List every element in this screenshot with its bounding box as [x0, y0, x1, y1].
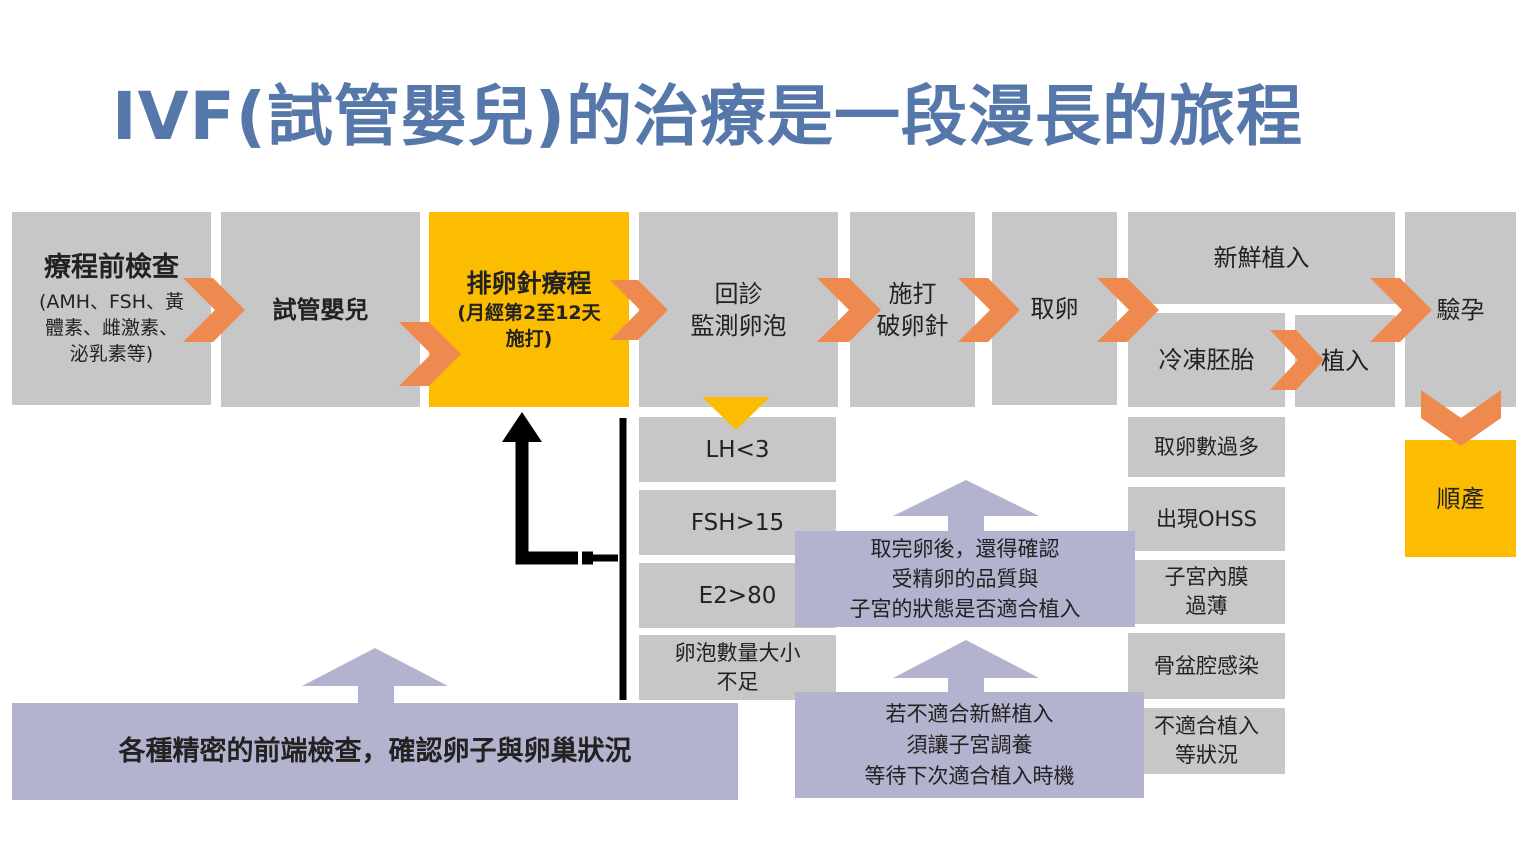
follow-up-line: 監測卵泡: [690, 311, 787, 340]
step-fresh-transfer: 新鮮植入: [1128, 212, 1395, 304]
freeze-reason-label: 不適合植入: [1154, 714, 1259, 738]
pre-check-detail-line: 泌乳素等): [69, 342, 154, 365]
freeze-reason-item: 子宮內膜 過薄: [1128, 560, 1285, 624]
freeze-reason-label: 出現OHSS: [1156, 506, 1257, 531]
criteria-label: 卵泡數量大小: [674, 640, 801, 665]
fresh-transfer-label: 新鮮植入: [1213, 244, 1310, 272]
chevron-arrow-icon: [610, 280, 668, 340]
step-freeze-embryo: 冷凍胚胎: [1128, 313, 1285, 407]
return-arrow-connector: [515, 440, 593, 565]
injection-detail-line: 施打): [505, 327, 553, 350]
step-pre-check: 療程前檢查 (AMH、FSH、黃 體素、雌激素、 泌乳素等): [12, 212, 211, 405]
freeze-reason-label: 取卵數過多: [1154, 434, 1259, 459]
freeze-embryo-label: 冷凍胚胎: [1158, 346, 1255, 374]
transfer-label: 植入: [1321, 347, 1369, 375]
arrow-up-icon: [502, 412, 542, 442]
quality-check-line: 取完卵後，還得確認: [870, 537, 1060, 561]
arrow-stem: [948, 677, 984, 694]
not-suitable-line: 等待下次適合植入時機: [864, 763, 1075, 788]
bracket-line: [592, 418, 627, 700]
arrow-stem: [948, 515, 984, 533]
freeze-reason-item: 骨盆腔感染: [1128, 633, 1285, 699]
criteria-label: FSH>15: [690, 509, 785, 536]
criteria-label: 不足: [716, 669, 759, 694]
note-quality-check: 取完卵後，還得確認 受精卵的品質與 子宮的狀態是否適合植入: [795, 531, 1135, 627]
step-injection: 排卵針療程 (月經第2至12天 施打): [429, 212, 629, 407]
chevron-arrow-icon: [183, 278, 245, 342]
injection-detail-line: (月經第2至12天: [457, 301, 601, 324]
follow-up-line: 回診: [714, 279, 763, 308]
not-suitable-line: 若不適合新鮮植入: [885, 701, 1054, 726]
quality-check-line: 子宮的狀態是否適合植入: [849, 597, 1081, 621]
pregnancy-test-label: 驗孕: [1436, 295, 1485, 324]
step-follow-up: 回診 監測卵泡: [639, 212, 838, 407]
arrow-up-icon: [302, 648, 448, 686]
step-delivery: 順產: [1405, 440, 1516, 557]
chevron-arrow-icon: [1270, 330, 1324, 390]
chevron-down-icon: [1421, 390, 1501, 446]
front-check-text: 各種精密的前端檢查，確認卵子與卵巢狀況: [118, 735, 632, 767]
freeze-reason-label: 等狀況: [1175, 743, 1238, 767]
retrieval-label: 取卵: [1030, 294, 1079, 323]
chevron-arrow-icon: [817, 278, 881, 342]
freeze-reason-label: 過薄: [1185, 594, 1228, 618]
page-title: IVF(試管嬰兒)的治療是一段漫長的旅程: [112, 78, 1304, 155]
arrow-up-icon: [893, 640, 1039, 678]
note-not-suitable: 若不適合新鮮植入 須讓子宮調養 等待下次適合植入時機: [795, 692, 1144, 798]
chevron-arrow-icon: [399, 322, 461, 386]
step-ivf: 試管嬰兒: [221, 212, 420, 407]
chevron-arrow-icon: [1097, 278, 1159, 342]
freeze-reason-label: 子宮內膜: [1164, 565, 1249, 589]
chevron-arrow-icon: [958, 278, 1020, 342]
pre-check-title: 療程前檢查: [44, 251, 179, 283]
triangle-down-icon: [702, 397, 770, 430]
chevron-arrow-icon: [1370, 278, 1432, 342]
criteria-label: E2>80: [698, 582, 777, 609]
not-suitable-line: 須讓子宮調養: [906, 732, 1033, 757]
step-transfer: 植入: [1295, 315, 1395, 407]
pre-check-detail-line: 體素、雌激素、: [44, 316, 178, 339]
freeze-reason-item: 取卵數過多: [1128, 417, 1285, 477]
injection-title: 排卵針療程: [466, 268, 592, 298]
freeze-reason-item: 出現OHSS: [1128, 487, 1285, 551]
arrow-up-icon: [893, 480, 1039, 516]
note-front-check: 各種精密的前端檢查，確認卵子與卵巢狀況: [12, 703, 738, 800]
freeze-reason-label: 骨盆腔感染: [1154, 653, 1259, 678]
delivery-label: 順產: [1436, 484, 1485, 513]
ivf-label: 試管嬰兒: [272, 295, 369, 324]
trigger-line: 破卵針: [876, 311, 949, 340]
criteria-item: 卵泡數量大小 不足: [639, 635, 836, 700]
criteria-label: LH<3: [705, 436, 770, 463]
arrow-stem: [358, 685, 394, 705]
pre-check-detail-line: (AMH、FSH、黃: [38, 290, 185, 313]
quality-check-line: 受精卵的品質與: [891, 567, 1039, 591]
trigger-line: 施打: [888, 279, 937, 308]
freeze-reason-item: 不適合植入 等狀況: [1128, 708, 1285, 774]
